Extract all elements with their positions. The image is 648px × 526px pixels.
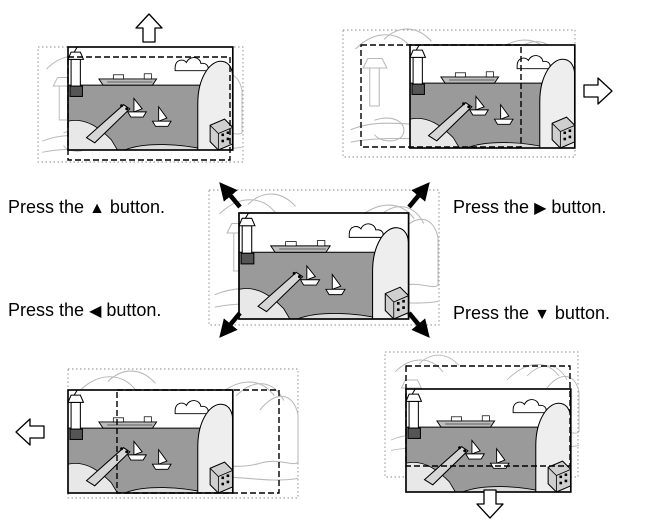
dotted-picture-frame — [342, 29, 576, 158]
caption-prefix: Press the — [453, 303, 530, 323]
displayed-picture — [67, 389, 234, 494]
panel-scroll-right — [342, 28, 613, 158]
caption-press-down: Press the ▼ button. — [453, 303, 610, 325]
dotted-picture-frame — [208, 189, 440, 326]
arrow-up-right — [407, 182, 430, 209]
caption-prefix: Press the — [8, 300, 85, 320]
panel-scroll-left — [15, 368, 299, 499]
caption-prefix: Press the — [453, 197, 530, 217]
outline-arrow-up-icon — [135, 13, 163, 43]
caption-suffix: button. — [106, 300, 162, 320]
bold-diagonal-arrow-icon — [219, 182, 430, 338]
caption-prefix: Press the — [8, 197, 85, 217]
panel-scroll-up — [37, 13, 244, 163]
displayed-picture — [405, 388, 572, 493]
arrow-down-right — [407, 311, 430, 338]
caption-suffix: button. — [109, 197, 165, 217]
left-triangle-icon: ◀ — [89, 303, 102, 320]
outline-arrow-right-icon — [583, 77, 613, 105]
caption-suffix: button. — [554, 303, 610, 323]
outline-arrow-down-icon — [476, 489, 504, 519]
caption-press-left: Press the ◀ button. — [8, 300, 161, 322]
display-window — [405, 365, 571, 467]
display-window — [360, 44, 522, 148]
displayed-picture — [238, 212, 410, 320]
panel-scroll-down — [384, 351, 580, 519]
caption-suffix: button. — [551, 197, 607, 217]
right-triangle-icon: ▶ — [534, 200, 547, 217]
outline-arrow-left-icon — [15, 418, 45, 446]
arrow-up-left — [219, 182, 242, 209]
dotted-picture-frame — [384, 351, 579, 478]
panel-center — [208, 189, 440, 326]
display-window — [67, 56, 231, 161]
up-triangle-icon: ▲ — [89, 200, 105, 217]
arrow-down-left — [219, 311, 242, 338]
displayed-picture — [67, 46, 234, 151]
display-window — [116, 389, 280, 494]
caption-press-right: Press the ▶ button. — [453, 197, 606, 219]
caption-press-up: Press the ▲ button. — [8, 197, 165, 219]
displayed-picture — [409, 44, 576, 149]
down-triangle-icon: ▼ — [534, 306, 550, 323]
